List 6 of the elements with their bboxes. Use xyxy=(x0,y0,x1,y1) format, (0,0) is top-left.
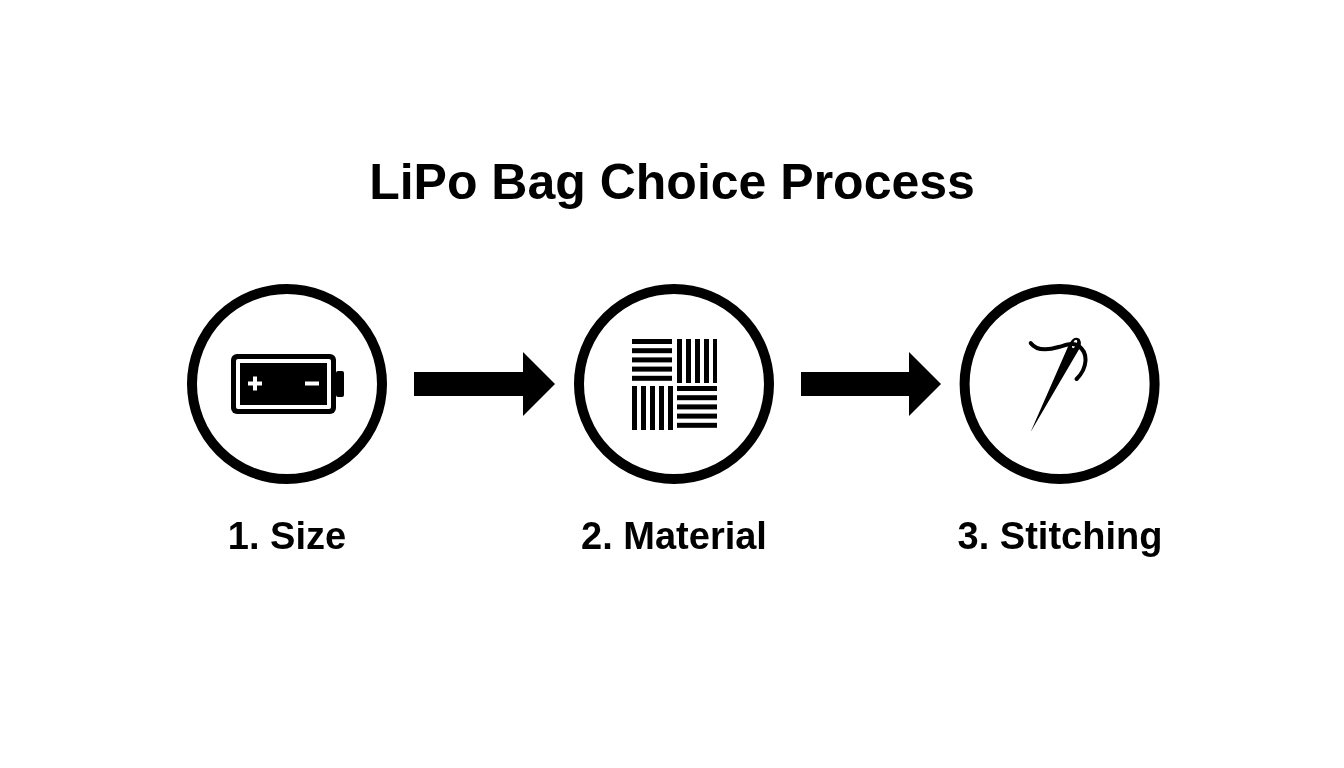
block-arrow xyxy=(801,352,941,416)
block-arrow xyxy=(414,352,555,416)
step-label: 2. Material xyxy=(581,515,767,559)
step-label: 3. Stitching xyxy=(957,515,1163,559)
step-label: 1. Size xyxy=(227,515,347,559)
diagram-title: LiPo Bag Choice Process xyxy=(369,154,975,212)
